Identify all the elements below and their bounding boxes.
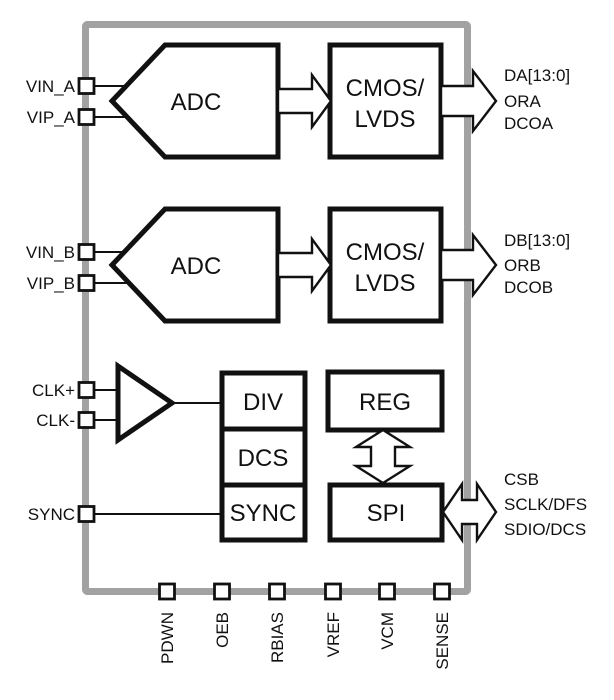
cmos-lvds-a-label-line2: LVDS — [355, 106, 416, 133]
pin-rbias — [268, 582, 286, 601]
bottom-pin-labels: PDWN OEB RBIAS VREF VCM SENSE — [158, 612, 452, 670]
block-labels: ADC ADC CMOS/ LVDS CMOS/ LVDS DIV DCS SY… — [171, 75, 425, 527]
pin-pdwn — [158, 582, 176, 601]
pin-sense — [433, 582, 451, 601]
pin-vcm — [378, 582, 396, 601]
pin-clk-p — [77, 381, 96, 399]
cmos-lvds-b-label-line2: LVDS — [355, 270, 416, 297]
div-label: DIV — [243, 389, 283, 416]
out-label-sdio: SDIO/DCS — [504, 520, 586, 539]
div-block — [219, 370, 308, 432]
adc-a-label: ADC — [171, 89, 222, 116]
out-label-dcob: DCOB — [504, 278, 553, 297]
pin-vref — [324, 582, 342, 601]
spi-block — [327, 482, 445, 543]
bottom-pin-squares — [158, 582, 451, 601]
pin-label-vin-a: VIN_A — [26, 77, 76, 96]
pin-label-oeb: OEB — [213, 612, 232, 648]
sync-label: SYNC — [230, 500, 297, 527]
pin-label-sense: SENSE — [433, 612, 452, 670]
pin-vip-a — [77, 108, 96, 126]
reg-label: REG — [359, 389, 411, 416]
adc-a-to-cmos-arrow — [276, 71, 333, 131]
dcs-block — [219, 426, 308, 488]
pin-vin-a — [77, 77, 96, 95]
adc-b-to-cmos-arrow — [276, 235, 333, 295]
clock-buffer-triangle — [115, 361, 177, 445]
cmos-b-output-arrow — [439, 231, 498, 299]
right-output-labels: DA[13:0] ORA DCOA DB[13:0] ORB DCOB CSB … — [504, 66, 587, 539]
connector-wires — [92, 85, 224, 515]
dcs-label: DCS — [238, 445, 289, 472]
pin-vin-b — [77, 243, 96, 261]
sync-block — [219, 482, 308, 543]
spi-label: SPI — [367, 500, 406, 527]
out-label-da: DA[13:0] — [504, 66, 570, 85]
pin-oeb — [213, 582, 231, 601]
pin-label-rbias: RBIAS — [268, 612, 287, 663]
cmos-lvds-a-label-line1: CMOS/ — [346, 75, 425, 102]
pin-clk-n — [77, 411, 96, 429]
out-label-dcoa: DCOA — [504, 114, 554, 133]
pin-sync — [77, 505, 96, 523]
left-pin-squares — [77, 77, 96, 523]
pin-label-clk-n: CLK- — [36, 411, 75, 430]
reg-block — [325, 369, 445, 433]
adc-b-label: ADC — [171, 253, 222, 280]
pin-label-vref: VREF — [324, 612, 343, 657]
cmos-a-output-arrow — [439, 67, 498, 135]
pin-label-vin-b: VIN_B — [26, 243, 75, 262]
spi-io-double-arrow — [441, 480, 498, 544]
out-label-sclk: SCLK/DFS — [504, 495, 587, 514]
pin-label-vip-b: VIP_B — [27, 274, 75, 293]
pin-label-pdwn: PDWN — [158, 612, 177, 664]
pin-label-sync: SYNC — [28, 505, 75, 524]
out-label-ora: ORA — [504, 92, 542, 111]
out-label-db: DB[13:0] — [504, 231, 570, 250]
pin-label-vcm: VCM — [378, 612, 397, 650]
out-label-orb: ORB — [504, 256, 541, 275]
reg-spi-double-arrow — [351, 428, 415, 485]
pin-label-clk-p: CLK+ — [32, 381, 75, 400]
pin-label-vip-a: VIP_A — [27, 108, 76, 127]
cmos-lvds-b-block — [327, 206, 444, 324]
left-pin-labels: VIN_A VIP_A VIN_B VIP_B CLK+ CLK- SYNC — [26, 77, 76, 524]
out-label-csb: CSB — [504, 470, 539, 489]
pin-vip-b — [77, 274, 96, 292]
cmos-lvds-b-label-line1: CMOS/ — [346, 239, 425, 266]
